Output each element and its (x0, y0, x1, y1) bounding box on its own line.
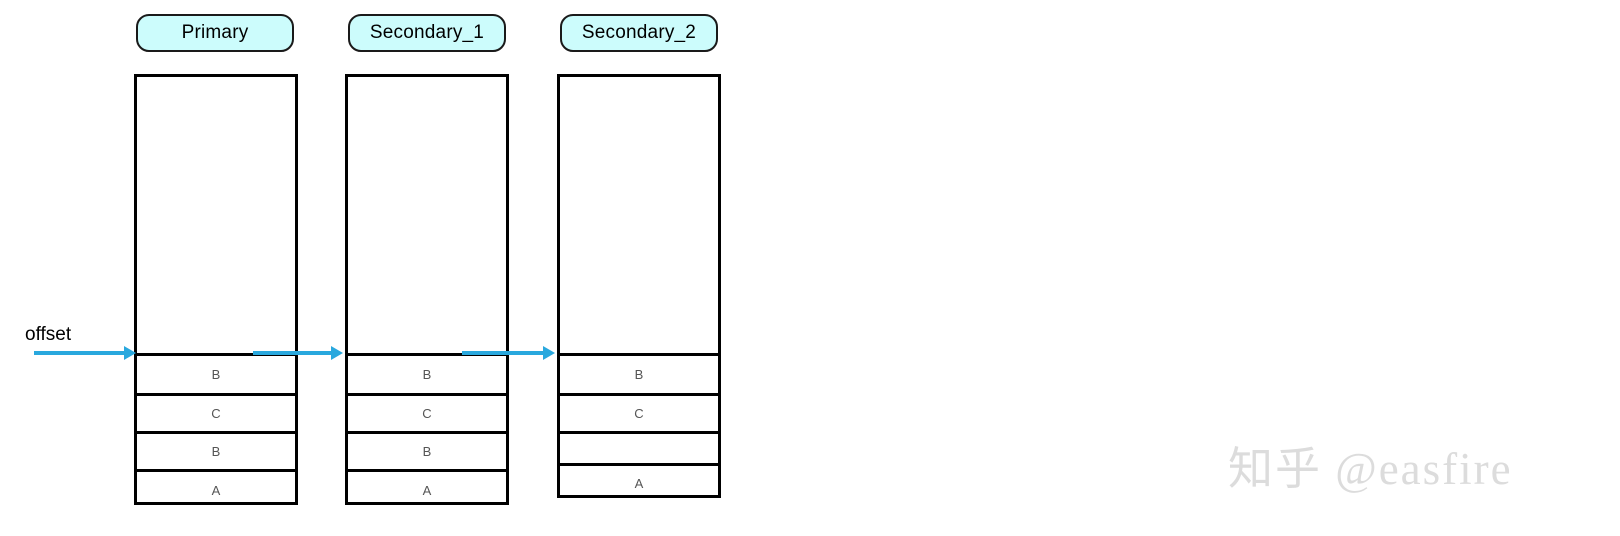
column-header-secondary-2[interactable]: Secondary_2 (560, 14, 718, 52)
cell-secondary-1-0: B (345, 353, 509, 393)
cell-secondary-2-1: C (557, 393, 721, 431)
cell-primary-2-label: B (211, 444, 221, 459)
cell-secondary-1-1-label: C (422, 406, 432, 421)
cell-secondary-2-3: A (557, 463, 721, 501)
cell-secondary-2-1-label: C (634, 406, 644, 421)
cell-secondary-1-2-label: B (422, 444, 432, 459)
primary-to-secondary-1-arrow-head-icon (331, 346, 343, 360)
cell-primary-0-label: B (211, 367, 221, 382)
primary-to-secondary-1-arrow-line (253, 351, 333, 355)
cell-primary-1-label: C (211, 406, 221, 421)
offset-arrow-head-icon (124, 346, 136, 360)
column-header-secondary-1-label: Secondary_1 (369, 22, 485, 43)
column-header-secondary-2-label: Secondary_2 (581, 22, 697, 43)
column-header-primary-label: Primary (181, 22, 249, 43)
watermark: 知乎 @easfire (1228, 444, 1513, 494)
cell-primary-3-label: A (211, 482, 221, 498)
cell-secondary-1-2: B (345, 431, 509, 469)
cell-secondary-2-0: B (557, 353, 721, 393)
cell-secondary-2-2 (557, 431, 721, 463)
cell-secondary-2-3-label: A (634, 476, 644, 491)
cell-secondary-1-3: A (345, 469, 509, 508)
column-header-secondary-1[interactable]: Secondary_1 (348, 14, 506, 52)
cell-secondary-2-0-label: B (634, 367, 644, 382)
secondary-1-to-secondary-2-arrow-line (462, 351, 545, 355)
column-primary: B C B A (134, 74, 298, 505)
cell-secondary-1-0-label: B (422, 367, 432, 382)
cell-secondary-1-1: C (345, 393, 509, 431)
offset-arrow-line (34, 351, 126, 355)
cell-primary-1: C (134, 393, 298, 431)
cell-secondary-1-3-label: A (422, 482, 432, 498)
column-secondary-1: B C B A (345, 74, 509, 505)
cell-primary-3: A (134, 469, 298, 508)
cell-primary-0: B (134, 353, 298, 393)
column-header-primary[interactable]: Primary (136, 14, 294, 52)
cell-primary-2: B (134, 431, 298, 469)
offset-label: offset (25, 324, 72, 345)
secondary-1-to-secondary-2-arrow-head-icon (543, 346, 555, 360)
column-secondary-2: B C A (557, 74, 721, 498)
